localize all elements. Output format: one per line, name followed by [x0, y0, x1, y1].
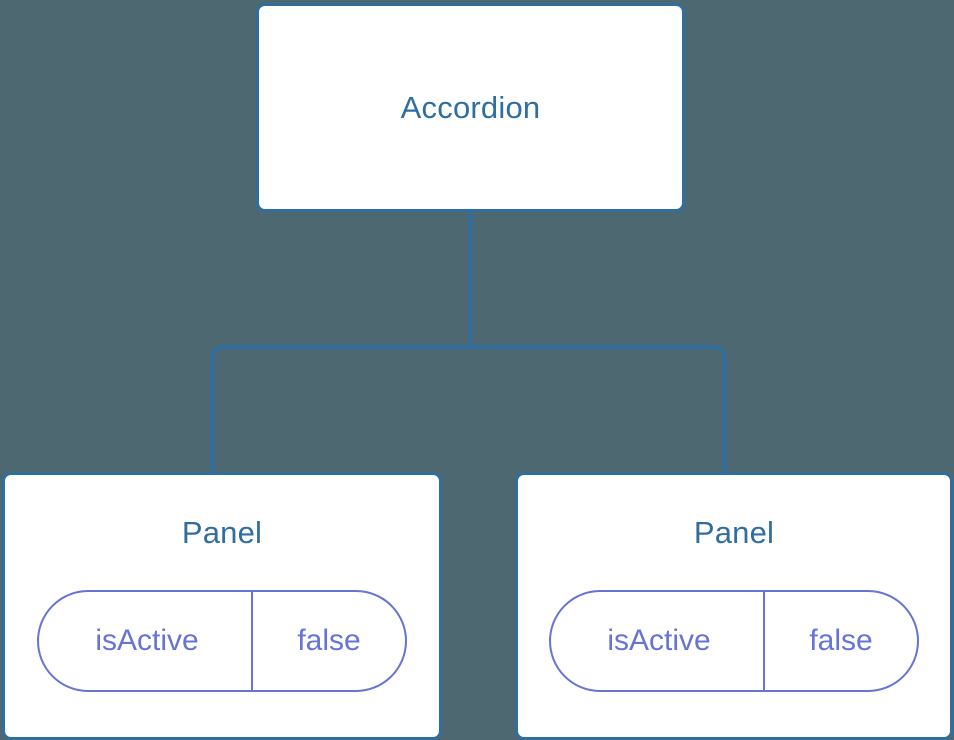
prop-value: false — [809, 624, 873, 657]
node-panel-2[interactable]: Panel isActive false — [515, 472, 953, 740]
node-panel-1-prop-isactive[interactable]: isActive false — [37, 590, 407, 692]
node-panel-1-label: Panel — [181, 515, 263, 550]
edge-root-to-children — [210, 345, 727, 474]
node-panel-2-label: Panel — [693, 515, 775, 550]
node-accordion-label: Accordion — [400, 90, 541, 125]
node-panel-1[interactable]: Panel isActive false — [2, 472, 442, 740]
prop-key: isActive — [551, 592, 765, 690]
node-panel-2-prop-isactive[interactable]: isActive false — [549, 590, 919, 692]
prop-key: isActive — [39, 592, 253, 690]
prop-value: false — [297, 624, 361, 657]
node-accordion[interactable]: Accordion — [256, 3, 685, 212]
